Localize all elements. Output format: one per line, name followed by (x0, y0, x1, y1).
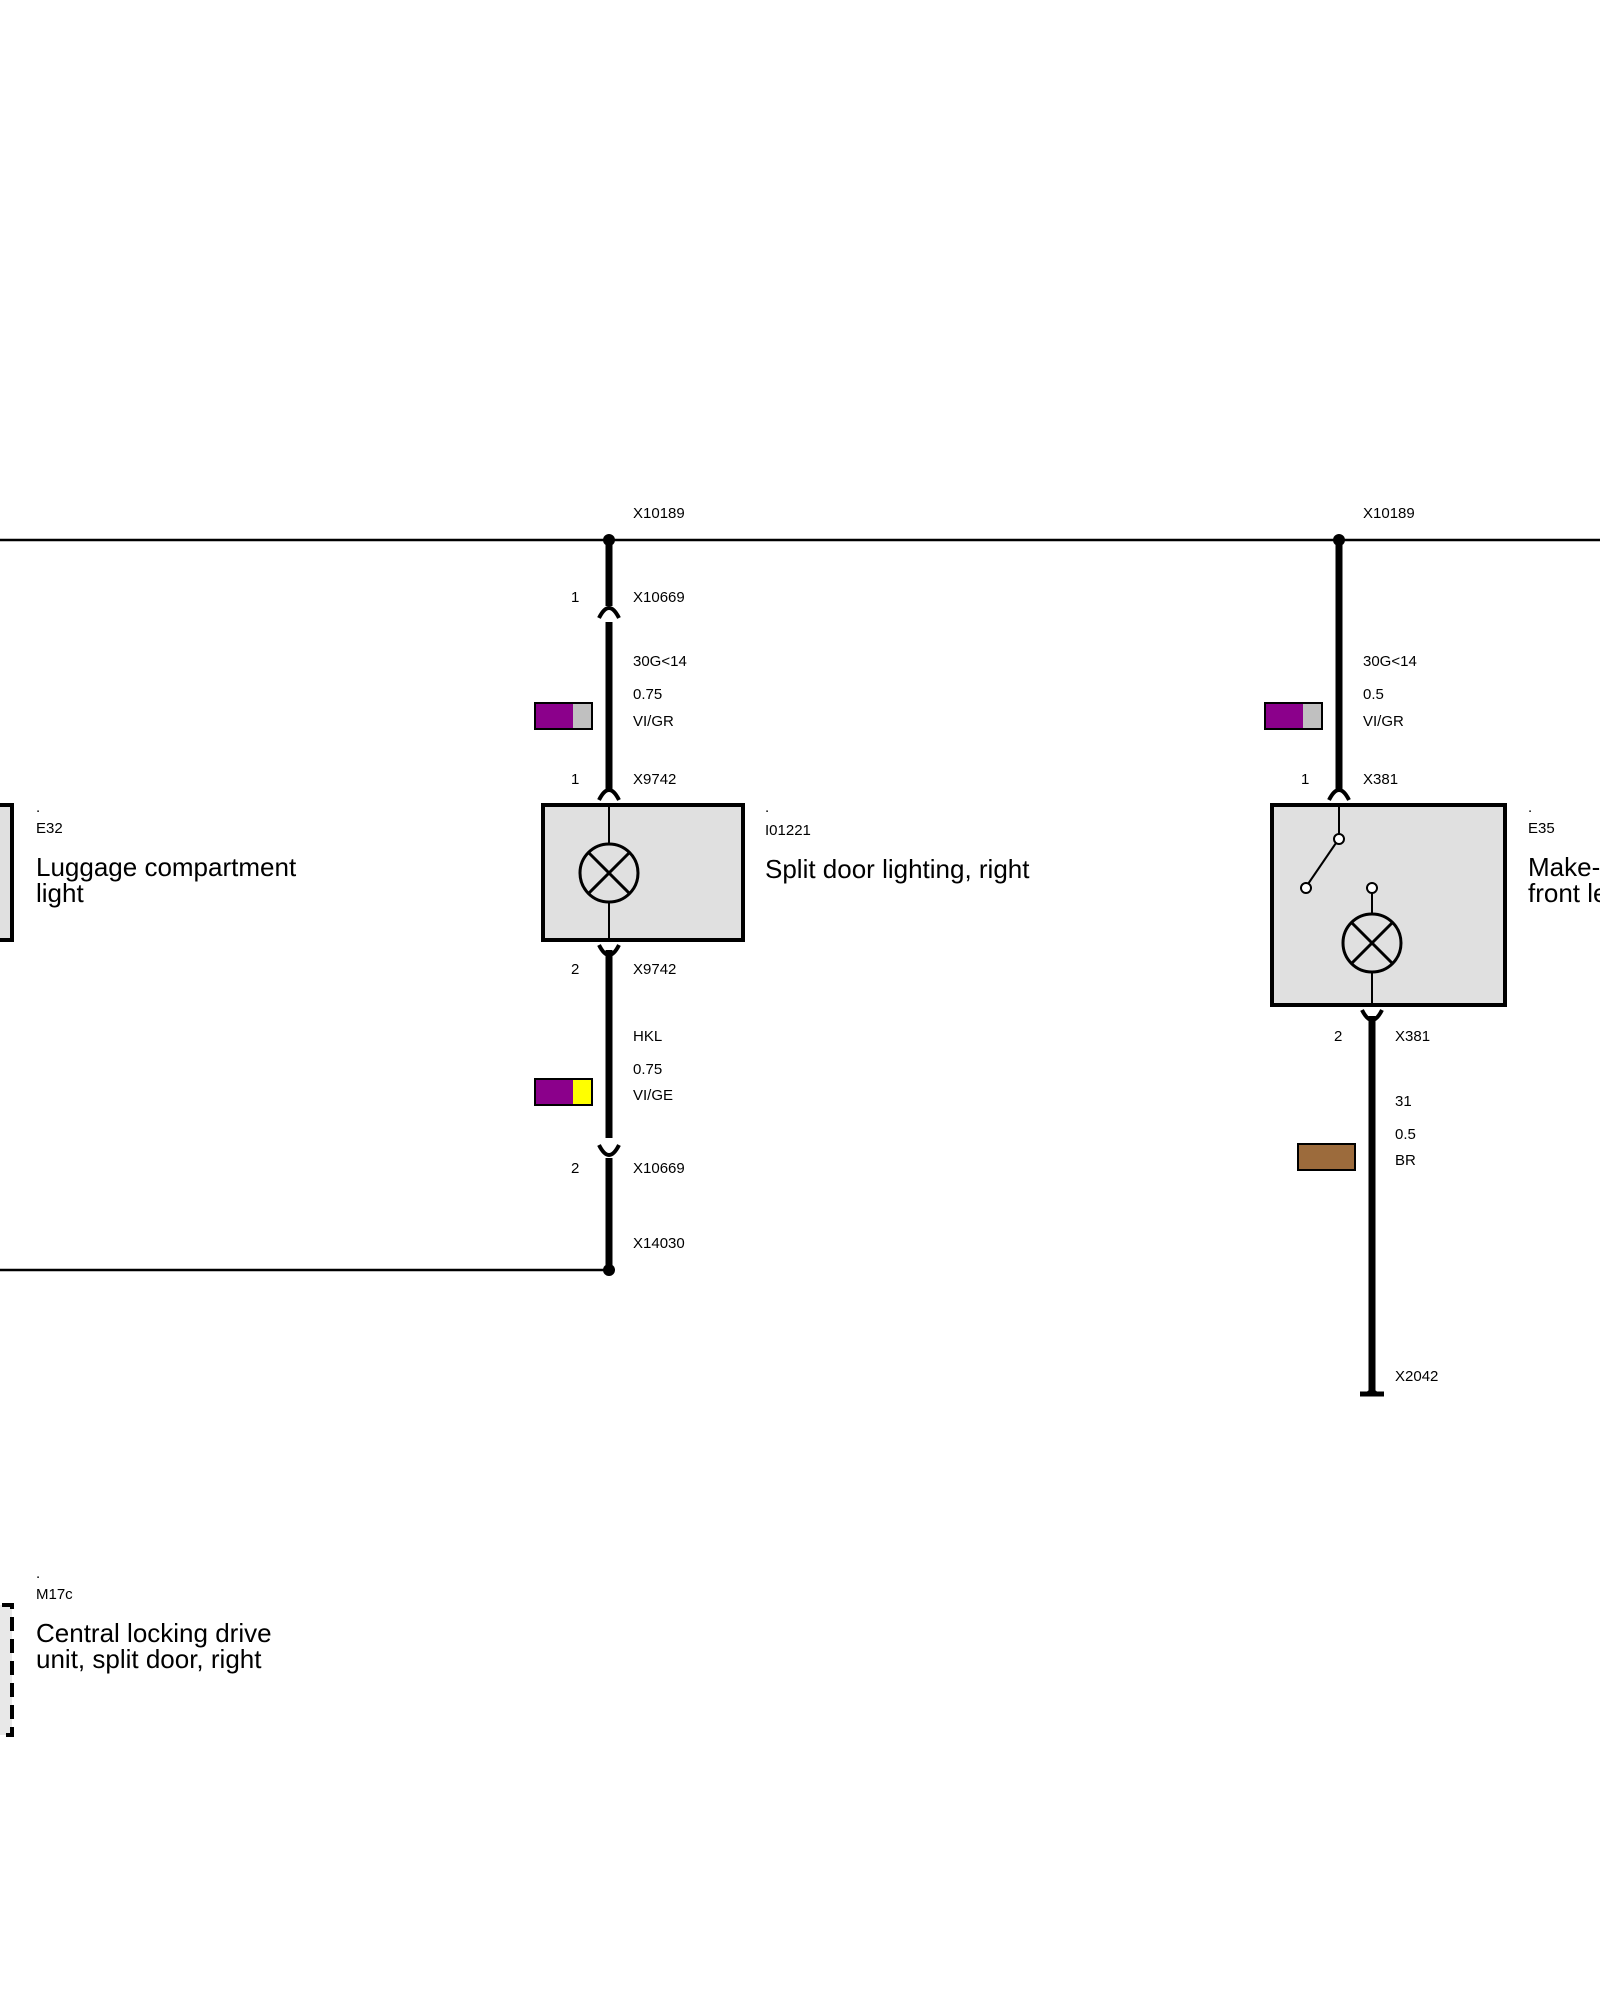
pin-x10669-bottom: 2 (571, 1160, 579, 1177)
wire-w1-color-code: VI/GR (633, 713, 674, 730)
connector-label-x10189-right: X10189 (1363, 505, 1415, 522)
wire-w1-swatch (534, 702, 593, 730)
pin-x9742-top: 1 (571, 771, 579, 788)
component-i01221-code: I01221 (765, 822, 811, 839)
component-m17c-name-line1: Central locking drive (36, 1618, 272, 1648)
component-e32-name-line2: light (36, 878, 84, 908)
lamp-icon (578, 842, 640, 904)
connector-label-x10189-mid: X10189 (633, 505, 685, 522)
ground-icon (1360, 1389, 1384, 1397)
connector-label-x14030: X14030 (633, 1235, 685, 1252)
m17c-box (0, 1603, 14, 1737)
connector-x9742-top-symbol (597, 788, 621, 801)
wire-w2-gauge: 0.75 (633, 1061, 662, 1078)
connector-label-x10669-bottom: X10669 (633, 1160, 685, 1177)
connector-label-x2042: X2042 (1395, 1368, 1438, 1385)
wire-w2-signal: HKL (633, 1028, 662, 1045)
connector-label-x381-top: X381 (1363, 771, 1398, 788)
component-i01221-name: Split door lighting, right (765, 854, 1030, 884)
connector-label-x381-bottom: X381 (1395, 1028, 1430, 1045)
wire-w2-color-code: VI/GE (633, 1087, 673, 1104)
connector-x10669-top-symbol (597, 606, 621, 619)
connector-x10669-bottom-symbol (597, 1144, 621, 1157)
pin-x10669-top: 1 (571, 589, 579, 606)
pin-x381-top: 1 (1301, 771, 1309, 788)
pin-x381-bottom: 2 (1334, 1028, 1342, 1045)
component-m17c-code: M17c (36, 1586, 73, 1603)
wire-w4-gauge: 0.5 (1395, 1126, 1416, 1143)
wire-w3-signal: 30G<14 (1363, 653, 1417, 670)
component-e32-name-line1: Luggage compartment (36, 852, 297, 882)
component-e32-code: E32 (36, 820, 63, 837)
lamp-icon (1341, 912, 1403, 1005)
splice-x14030 (603, 1264, 615, 1276)
component-e32-dot: . (36, 799, 40, 816)
component-m17c-name-line2: unit, split door, right (36, 1644, 262, 1674)
wire-w2-swatch (534, 1078, 593, 1106)
component-e35-name-line1: Make- (1528, 852, 1600, 882)
e32-box (0, 803, 14, 942)
pin-x9742-bottom: 2 (571, 961, 579, 978)
wire-w3-swatch (1264, 702, 1323, 730)
wire-w4-swatch (1297, 1143, 1356, 1171)
e35-box (1270, 803, 1507, 1007)
connector-label-x9742-bottom: X9742 (633, 961, 676, 978)
component-i01221-dot: . (765, 799, 769, 816)
switch-icon (1300, 805, 1378, 914)
component-m17c-dot: . (36, 1565, 40, 1582)
wire-w3-color-code: VI/GR (1363, 713, 1404, 730)
component-e35-dot: . (1528, 799, 1532, 816)
connector-label-x9742-top: X9742 (633, 771, 676, 788)
wire-w3-gauge: 0.5 (1363, 686, 1384, 703)
wire-w1-signal: 30G<14 (633, 653, 687, 670)
connector-label-x10669-top: X10669 (633, 589, 685, 606)
wire-w1-gauge: 0.75 (633, 686, 662, 703)
wire-w4-color-code: BR (1395, 1152, 1416, 1169)
connector-x381-top-symbol (1327, 788, 1351, 801)
wire-w4-signal: 31 (1395, 1093, 1412, 1110)
i01221-box (541, 803, 745, 942)
component-e35-code: E35 (1528, 820, 1555, 837)
component-e35-name-line2: front le (1528, 878, 1600, 908)
